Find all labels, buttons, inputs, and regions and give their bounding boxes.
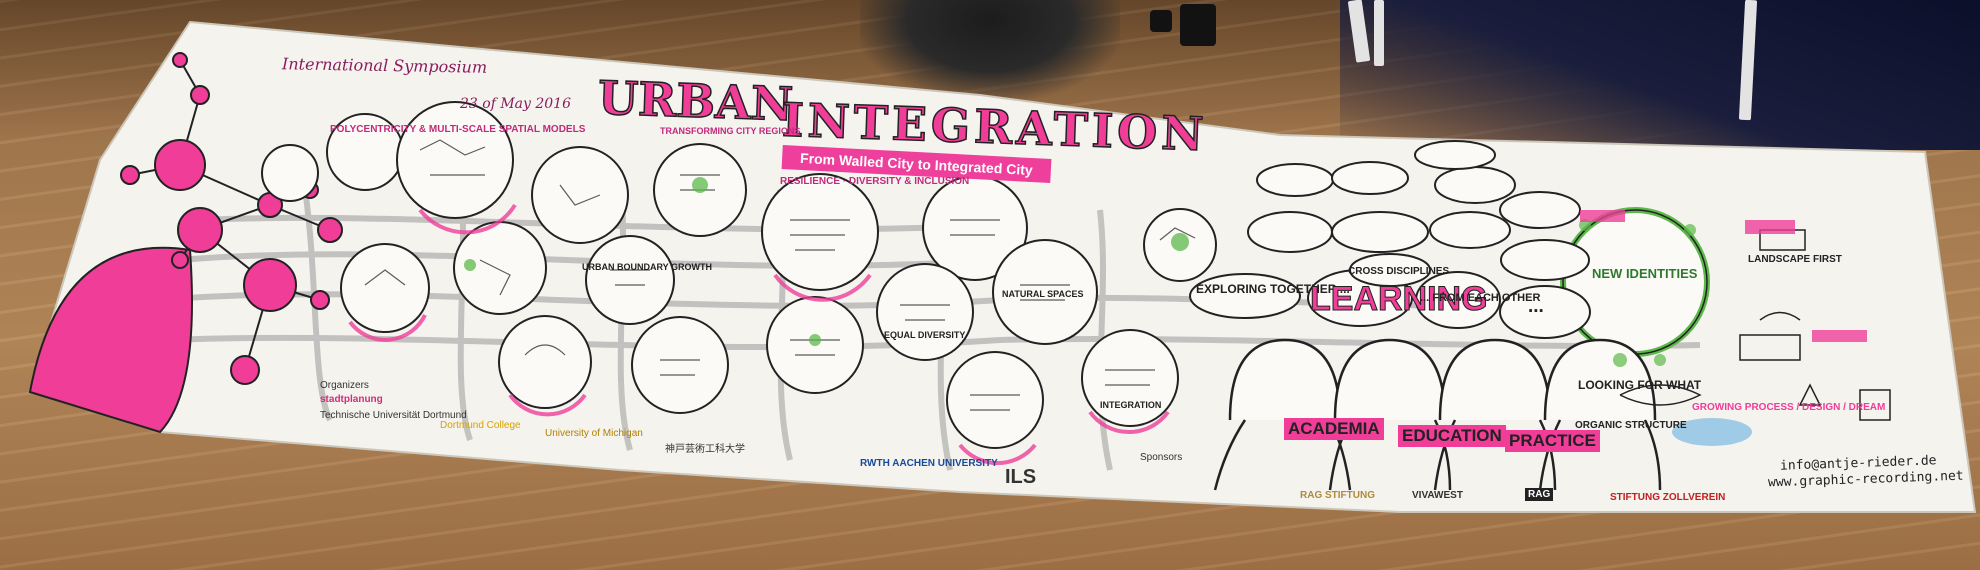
new-identities: NEW IDENTITIES	[1592, 266, 1698, 281]
event-name: International Symposium	[281, 54, 488, 77]
organic-structure: ORGANIC STRUCTURE	[1575, 420, 1687, 431]
organizer-logo: 神戸芸術工科大学	[665, 444, 745, 455]
circle-topic-label: EQUAL DIVERSITY	[884, 330, 966, 340]
pink-network	[28, 52, 343, 434]
sponsor-logo: RAG	[1525, 488, 1554, 501]
sponsor-logo: RAG STIFTUNG	[1300, 490, 1375, 501]
theme-polycentricity: POLYCENTRICITY & MULTI-SCALE SPATIAL MOD…	[330, 124, 586, 135]
circle-topic-label: NATURAL SPACES	[1002, 289, 1084, 299]
bubble-dots: ...	[1528, 296, 1544, 317]
bag	[1180, 4, 1216, 46]
sponsor-logo: STIFTUNG ZOLLVEREIN	[1610, 492, 1726, 503]
circle-topic-label: INTEGRATION	[1100, 400, 1162, 410]
cross-disciplines: CROSS DISCIPLINES	[1348, 266, 1450, 277]
organizer-logo: Dortmund College	[440, 420, 521, 431]
person-kneeling	[860, 0, 1120, 100]
bubble-from-each-other: ... FROM EACH OTHER	[1420, 292, 1541, 304]
looking-for-what: LOOKING FOR WHAT	[1578, 378, 1702, 392]
organizers-label: Organizers	[320, 380, 369, 391]
sponsor-logo: VIVAWEST	[1412, 490, 1463, 501]
sponsor-logo: RWTH AACHEN UNIVERSITY	[860, 458, 998, 469]
blue-swirl	[1672, 418, 1752, 446]
bag	[1150, 10, 1172, 32]
theme-transforming: TRANSFORMING CITY REGIONS	[660, 126, 801, 136]
sponsor-logo: ILS	[1005, 466, 1037, 488]
event-date: 23 of May 2016	[460, 96, 571, 112]
people-heads	[1228, 338, 1657, 421]
role-academia: ACADEMIA	[1284, 418, 1384, 440]
role-practice: PRACTICE	[1505, 430, 1600, 452]
landscape-first: LANDSCAPE FIRST	[1748, 254, 1842, 265]
bubble-learning: LEARNING	[1310, 280, 1489, 319]
title-line-1: URBAN	[596, 70, 794, 132]
theme-resilience: RESILIENCE · DIVERSITY & INCLUSION	[780, 176, 970, 187]
role-education: EDUCATION	[1398, 425, 1506, 447]
sponsors-label: Sponsors	[1140, 452, 1183, 463]
speech-bubbles	[1189, 140, 1591, 339]
bubble-exploring: EXPLORING TOGETHER ...	[1196, 282, 1350, 296]
organizer-logo: University of Michigan	[545, 428, 643, 439]
circle-topic-label: URBAN BOUNDARY GROWTH	[582, 262, 712, 272]
organizer-logo: Technische Universität Dortmund	[320, 410, 467, 421]
sketch-doodles	[364, 139, 1196, 411]
organizer-logo: stadtplanung	[320, 394, 383, 405]
dark-room-corner	[1340, 0, 1980, 150]
design-dream: GROWING PROCESS / DESIGN / DREAM	[1692, 402, 1886, 413]
easel-leg	[1374, 0, 1384, 66]
right-sketches	[1619, 229, 1891, 421]
